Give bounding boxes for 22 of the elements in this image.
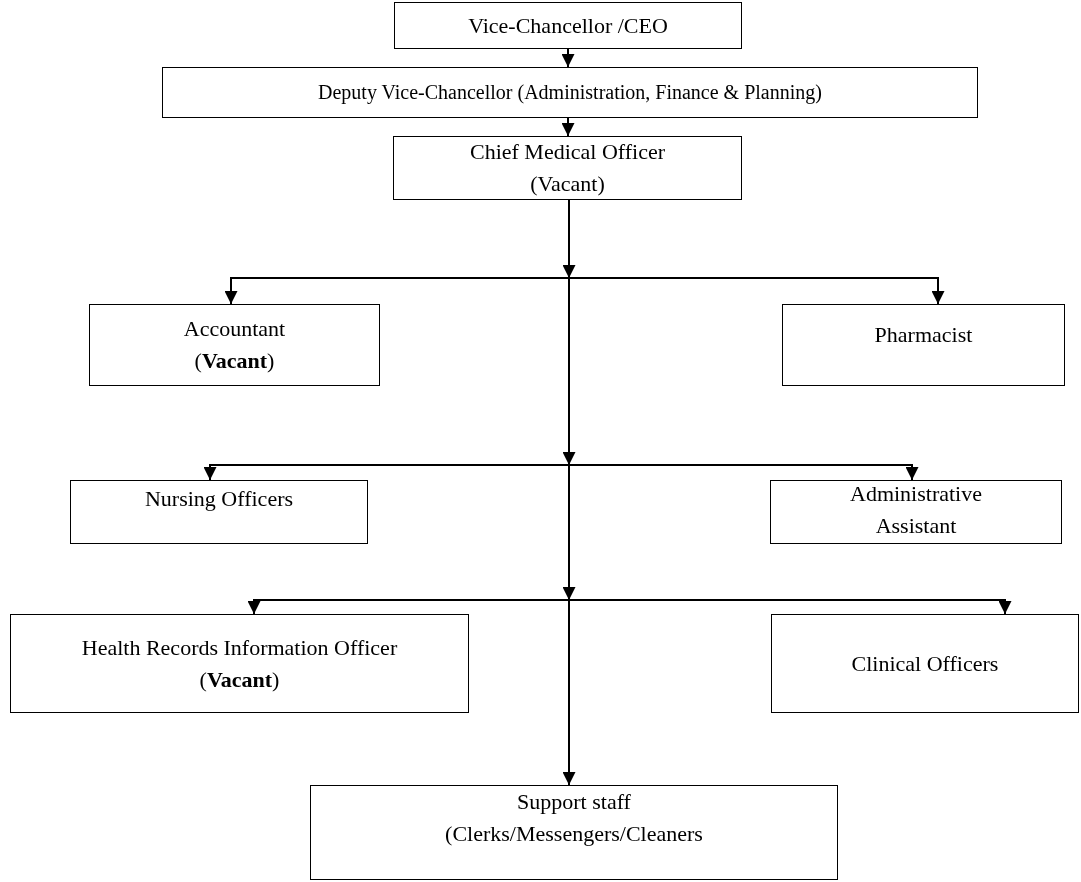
org-box	[771, 614, 1079, 713]
role-title: Health Records Information Officer (Vacant)	[80, 633, 399, 694]
org-box	[162, 67, 978, 118]
role-title: Support staff (Clerks/Messengers/Cleaners	[444, 788, 704, 848]
arrow	[561, 117, 575, 137]
org-box	[393, 136, 742, 200]
org-box	[770, 480, 1062, 544]
arrow	[561, 48, 575, 68]
org-box	[394, 2, 742, 49]
org-box	[70, 480, 368, 544]
org-box	[89, 304, 380, 386]
role-title: Vice-Chancellor /CEO	[468, 11, 668, 40]
org-box	[10, 614, 469, 713]
role-title: Pharmacist	[874, 321, 973, 349]
role-title: Deputy Vice-Chancellor (Administration, Finance & Planning)	[318, 80, 822, 106]
role-title: Clinical Officers	[851, 649, 999, 678]
org-box	[782, 304, 1065, 386]
role-title: Chief Medical Officer (Vacant)	[468, 138, 667, 198]
org-box	[310, 785, 838, 880]
role-title: Administrative Assistant	[849, 480, 983, 540]
role-title: Nursing Officers	[144, 485, 294, 513]
role-title: Accountant (Vacant)	[182, 315, 287, 375]
